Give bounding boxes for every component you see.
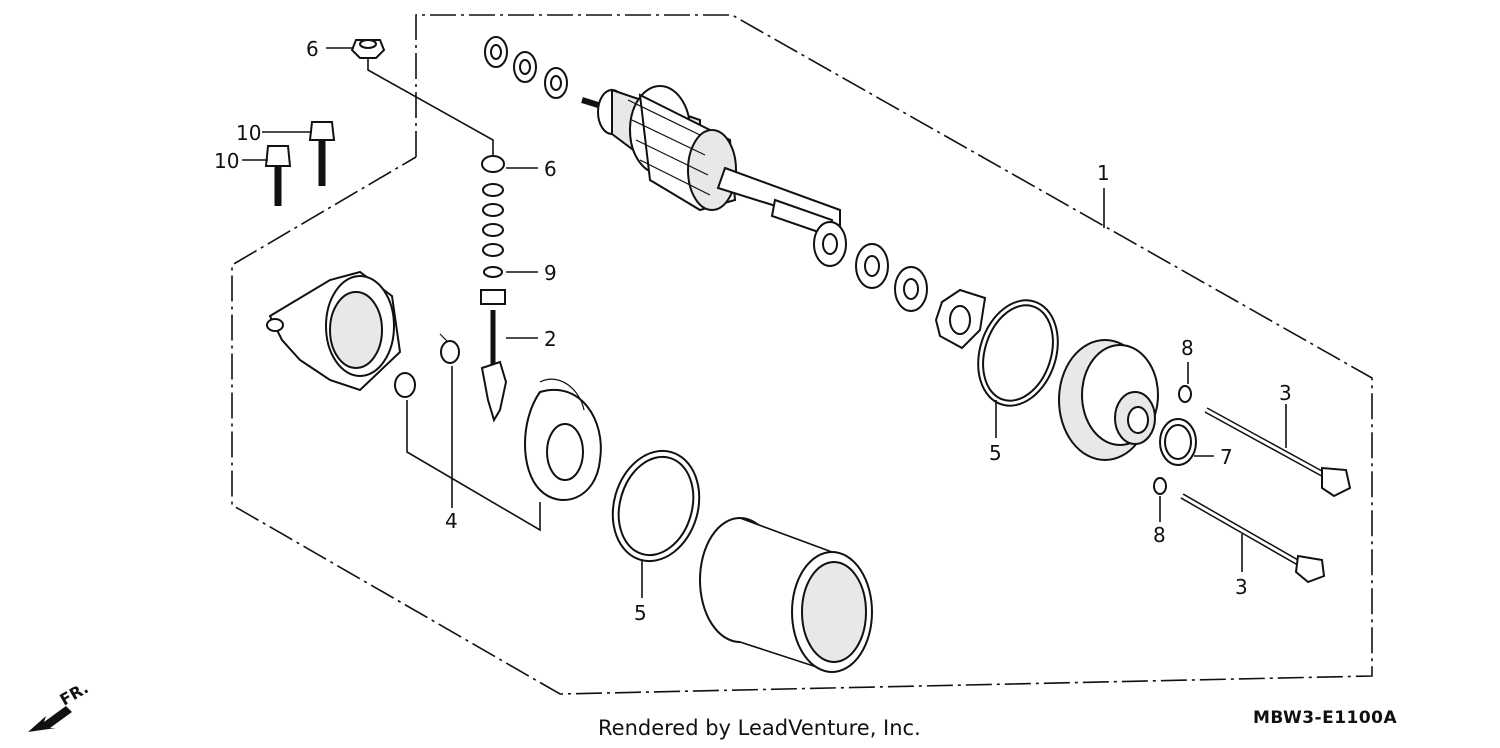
callout-8-upper: 8: [1181, 336, 1194, 360]
through-bolts: [1180, 407, 1352, 584]
front-cover: [1058, 339, 1159, 461]
callout-6-top: 6: [306, 37, 319, 61]
callout-7: 7: [1220, 445, 1233, 469]
callout-10-upper: 10: [236, 121, 261, 145]
callout-4: 4: [445, 509, 458, 533]
callout-9: 9: [544, 261, 557, 285]
terminal-bolt: [480, 310, 508, 423]
callout-6-stack: 6: [544, 157, 557, 181]
o-ring-upper: [977, 299, 1059, 407]
terminal-nut: [350, 39, 386, 59]
motor-case: [699, 517, 873, 673]
callout-3-upper: 3: [1279, 381, 1292, 405]
leader-lines: [242, 47, 1287, 598]
callout-2: 2: [544, 327, 557, 351]
callout-10-lower: 10: [214, 149, 239, 173]
callout-3-lower: 3: [1235, 575, 1248, 599]
seal-ring: [1159, 418, 1197, 466]
armature-washers-lower: [813, 221, 928, 312]
terminal-washers: [480, 155, 506, 305]
small-o-rings: [1153, 385, 1192, 495]
callout-8-lower: 8: [1153, 523, 1166, 547]
armature-washers-top: [484, 36, 568, 99]
lock-plate: [934, 288, 987, 350]
o-ring-lower: [611, 449, 701, 563]
diagram-code: MBW3-E1100A: [1253, 708, 1398, 728]
mounting-bolts: [264, 121, 336, 206]
rear-cover: [266, 270, 402, 392]
assembly-outline: [231, 14, 1373, 695]
front-arrow-icon: FR.: [28, 678, 92, 732]
callout-5-lower: 5: [634, 601, 647, 625]
armature: [581, 85, 841, 238]
brush-holder-plate: [524, 378, 602, 501]
render-credit: Rendered by LeadVenture, Inc.: [598, 716, 921, 740]
svg-text:FR.: FR.: [57, 678, 92, 709]
callout-1: 1: [1097, 161, 1110, 185]
brush-springs: [394, 333, 460, 398]
callout-5-upper: 5: [989, 441, 1002, 465]
